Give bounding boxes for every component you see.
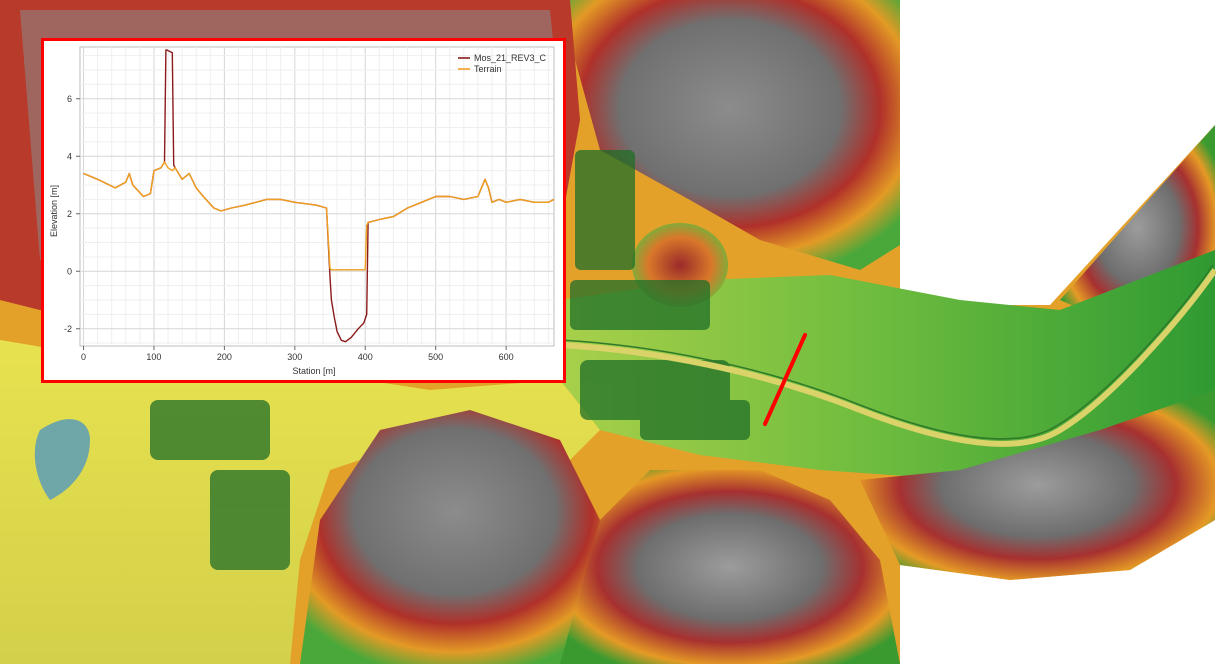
y-tick-label: 6	[67, 94, 72, 104]
x-tick-label: 300	[287, 352, 302, 362]
x-tick-label: 100	[146, 352, 161, 362]
cross-section-line[interactable]	[763, 333, 807, 426]
x-tick-label: 200	[217, 352, 232, 362]
x-tick-label: 0	[81, 352, 86, 362]
urban-areas	[150, 150, 750, 570]
elevation-profile-chart: 0 100 200 300 400 500 600 -2 0 2 4 6 Mos_21_REV3_CT…	[49, 46, 555, 376]
southern-ridge-east	[860, 390, 1215, 580]
series-line-terrain	[83, 161, 555, 271]
river-banks	[559, 264, 1214, 440]
chart-series	[83, 49, 555, 343]
y-tick-label: 2	[67, 209, 72, 219]
plot-area	[79, 46, 555, 347]
chart-grid	[79, 46, 555, 347]
northern-mountains	[560, 0, 900, 270]
x-axis-title: Station [m]	[292, 366, 335, 376]
bay-water	[34, 419, 90, 500]
y-tick-label: -2	[64, 324, 72, 334]
legend-label: Mos_21_REV3_C	[474, 53, 547, 63]
y-tick-label: 0	[67, 266, 72, 276]
chart-axes: 0 100 200 300 400 500 600 -2 0 2 4 6	[64, 94, 514, 362]
y-axis-title: Elevation [m]	[49, 185, 59, 237]
y-tick-label: 4	[67, 151, 72, 161]
southern-mountain-west	[300, 410, 610, 664]
river-channel	[559, 268, 1216, 447]
x-tick-label: 400	[358, 352, 373, 362]
x-tick-label: 500	[428, 352, 443, 362]
legend-label: Terrain	[474, 64, 502, 74]
southern-mountain-center	[560, 470, 900, 664]
x-tick-label: 600	[499, 352, 514, 362]
